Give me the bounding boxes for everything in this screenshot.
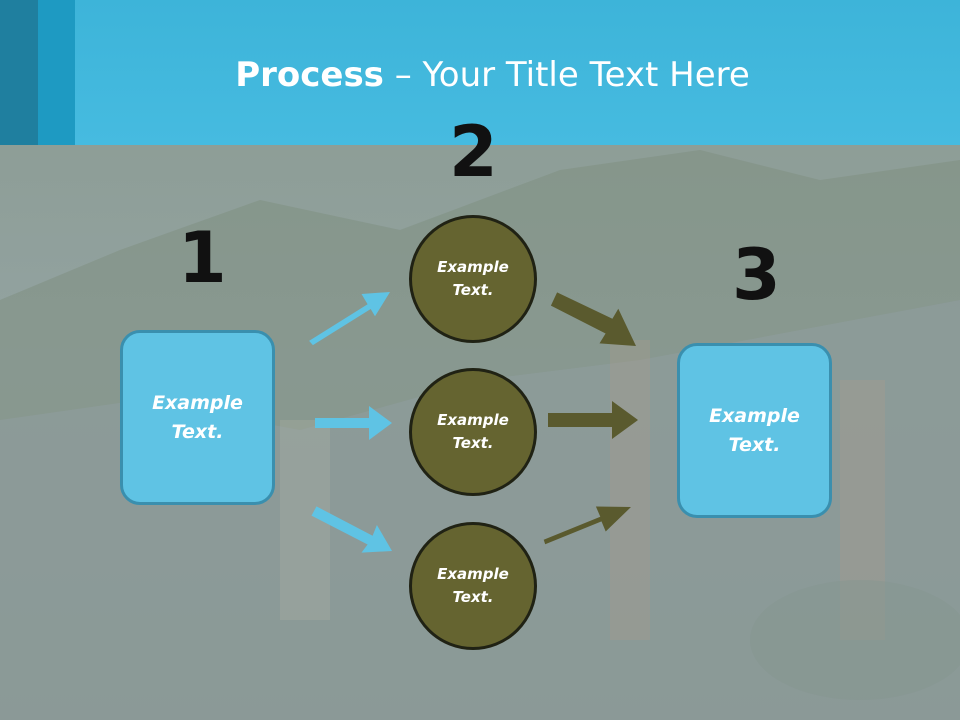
slide-title: Process – Your Title Text Here — [0, 52, 960, 98]
step-number-1: 1 — [178, 217, 227, 299]
title-rest: – Your Title Text Here — [383, 55, 750, 95]
arrow-down-right-icon — [311, 506, 392, 553]
arrow-up-right-icon — [309, 292, 390, 346]
step-1-box: Example Text. — [120, 330, 275, 505]
step-2-text-top: Example Text. — [437, 258, 509, 299]
title-bold: Process — [235, 55, 384, 95]
arrow-down-right-icon — [550, 292, 636, 346]
step-number-3: 3 — [732, 234, 781, 316]
step-2-circle-middle: Example Text. — [409, 368, 537, 496]
step-3-box: Example Text. — [677, 343, 832, 518]
arrow-up-right-icon — [543, 506, 631, 545]
title-bar — [0, 0, 960, 145]
step-3-text: Example Text. — [709, 404, 800, 456]
arrow-right-icon — [548, 401, 638, 439]
step-2-circle-top: Example Text. — [409, 215, 537, 343]
header-accent-strip-light — [38, 0, 75, 145]
header-accent-strip — [0, 0, 38, 145]
step-number-2: 2 — [449, 111, 498, 193]
step-2-text-middle: Example Text. — [437, 411, 509, 452]
arrow-right-icon — [315, 406, 392, 440]
step-1-text: Example Text. — [152, 391, 243, 443]
step-2-text-bottom: Example Text. — [437, 565, 509, 606]
step-2-circle-bottom: Example Text. — [409, 522, 537, 650]
